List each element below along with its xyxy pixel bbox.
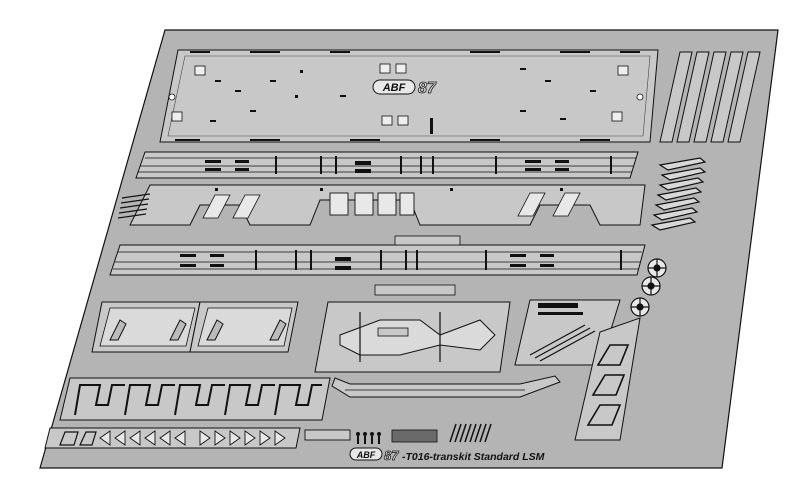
side-strips: [659, 51, 761, 143]
footer-text: -T016-transkit Standard LSM: [402, 451, 545, 463]
roof-logo-text: ABF: [382, 82, 406, 94]
bracket-set: [650, 157, 707, 231]
side-panel-upper: [135, 151, 639, 179]
roof-logo: ABF 87: [372, 79, 437, 97]
end-frames: [91, 301, 299, 353]
ladder-steps: [117, 193, 151, 219]
bottom-parts-row: [44, 423, 492, 449]
handrail-strip: [331, 375, 561, 398]
sheet-footer: ABF 87 -T016-transkit Standard LSM: [349, 447, 545, 463]
detail-parts: [514, 299, 621, 366]
brake-rigging: [314, 301, 511, 373]
footer-logo-number: 87: [384, 448, 399, 463]
wheel-set: [630, 258, 667, 317]
footer-logo-text: ABF: [356, 450, 376, 460]
roof-plate: [159, 49, 659, 143]
coupler-parts: [574, 317, 641, 441]
underframe-upper: [129, 184, 646, 226]
side-panel-lower: [109, 235, 646, 296]
roof-logo-number: 87: [418, 80, 437, 97]
step-grilles: [59, 377, 331, 421]
